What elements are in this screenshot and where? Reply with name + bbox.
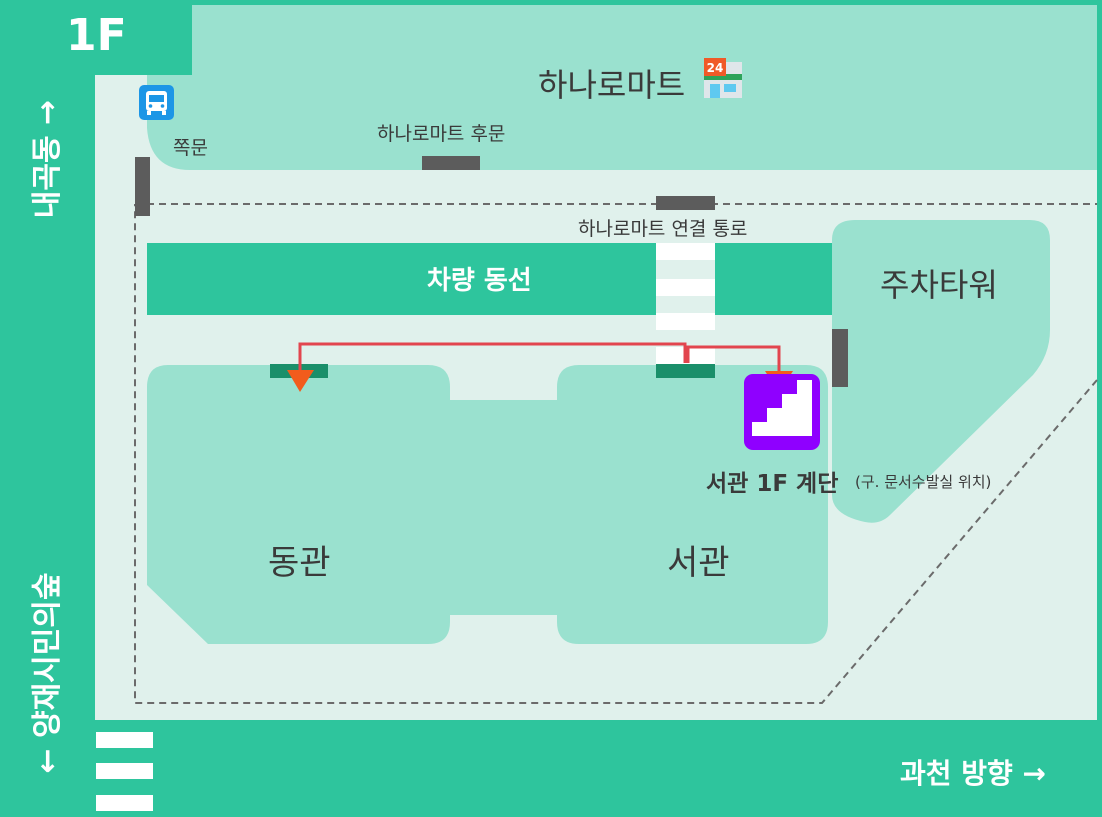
hanaro-mart-label: 하나로마트 [538, 66, 686, 104]
west-building-entrance [656, 364, 715, 378]
vehicle-route-label: 차량 동선 [427, 266, 532, 296]
crosswalk-stripe [656, 313, 715, 330]
site-boundary [134, 203, 1098, 704]
main-building [147, 365, 828, 644]
bottom-crosswalk-stripe [96, 795, 153, 811]
road-label-yangjae: ← 양재시민의숲 [30, 572, 65, 774]
bus-stop-icon [139, 85, 174, 120]
road-label-naegok: 내곡동 → [30, 99, 65, 219]
mart-rear-gate-label: 하나로마트 후문 [377, 123, 506, 145]
mart-connection-label: 하나로마트 연결 통로 [578, 218, 748, 240]
floor-label: 1F [66, 10, 127, 61]
route-to-stairs [686, 345, 781, 372]
stairs-label: 서관 1F 계단 [706, 471, 839, 497]
vehicle-route-band [147, 243, 832, 315]
parking-tower-building [832, 220, 1050, 523]
side-gate-label: 쪽문 [173, 137, 208, 159]
mart-rear-door [422, 156, 480, 170]
road-label-gwacheon: 과천 방향 → [900, 757, 1046, 790]
store-badge-text: 24 [707, 61, 724, 75]
east-building-label: 동관 [268, 543, 331, 583]
side-gate-door [135, 157, 150, 216]
bottom-crosswalk-stripe [96, 763, 153, 779]
bottom-crosswalk-stripe [96, 732, 153, 748]
floor-badge-bg [5, 5, 192, 75]
crosswalk-stripe [656, 279, 715, 296]
route-to-east [298, 342, 687, 370]
parking-tower-label: 주차타워 [880, 266, 998, 304]
crosswalk-stripe [656, 243, 715, 260]
route-arrow-east [287, 370, 314, 392]
connection-door [656, 196, 715, 210]
west-building-label: 서관 [667, 543, 730, 583]
stairs-icon [744, 374, 820, 450]
parking-tower-door [832, 329, 848, 387]
convenience-store-icon: 24 [704, 58, 742, 98]
hanaro-mart-building [147, 5, 1097, 170]
stairs-note: (구. 문서수발실 위치) [855, 473, 992, 491]
